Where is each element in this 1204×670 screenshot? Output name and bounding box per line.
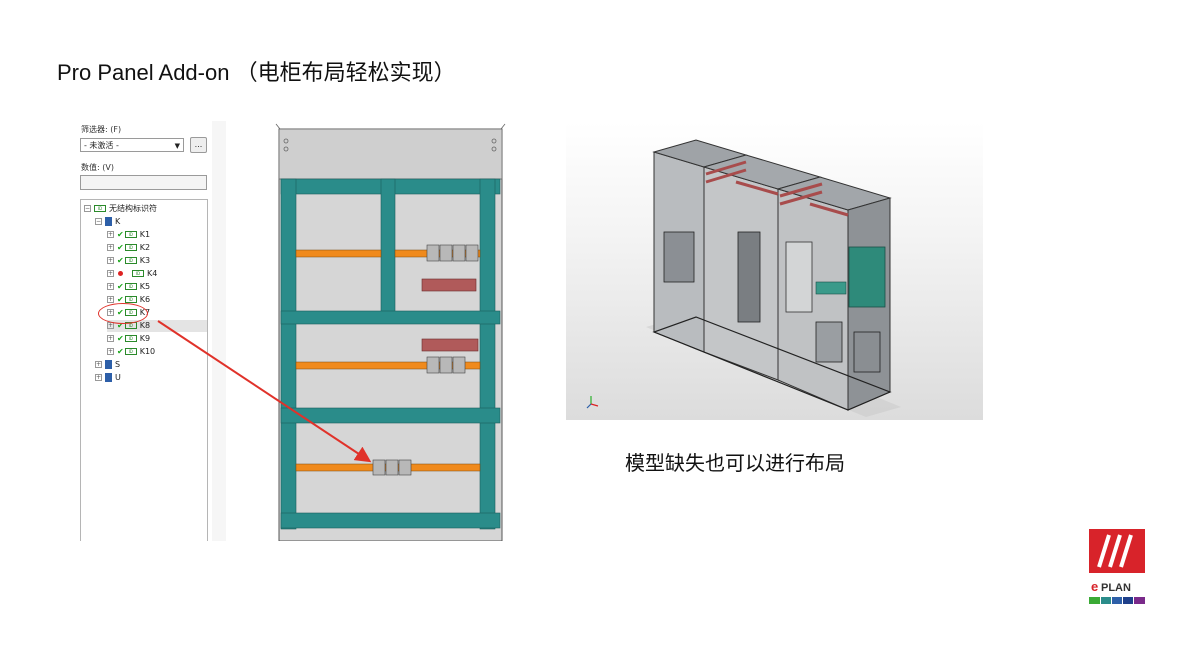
device-tag-icon: ID: [124, 257, 137, 264]
filter-options-button[interactable]: ...: [190, 137, 207, 153]
tree-node[interactable]: +S: [95, 360, 121, 369]
check-icon: ✔: [117, 347, 124, 356]
check-icon: ✔: [117, 321, 124, 330]
check-icon: ✔: [117, 295, 124, 304]
expand-icon[interactable]: +: [95, 374, 102, 381]
device-tag-icon: ID: [132, 270, 144, 277]
frame-rail-1: [280, 310, 501, 325]
frame-left: [280, 178, 297, 530]
busbars: [705, 160, 849, 217]
drive-unit: [663, 231, 695, 283]
din-rail: [295, 249, 382, 258]
component-group-k8[interactable]: [372, 459, 412, 476]
placeholder-device[interactable]: [421, 278, 477, 292]
device-tag-icon: ID: [124, 283, 137, 290]
mount-hole-icon: [491, 146, 497, 152]
expand-icon[interactable]: +: [95, 361, 102, 368]
corner-mark: [500, 123, 506, 130]
component-group[interactable]: [426, 356, 466, 374]
component-group[interactable]: [426, 244, 479, 262]
check-icon: ✔: [117, 243, 124, 252]
check-icon: ✔: [117, 256, 124, 265]
tree-node[interactable]: −K: [95, 217, 121, 226]
folder-icon: [105, 217, 112, 226]
collapse-icon[interactable]: −: [95, 218, 102, 225]
filter-select[interactable]: - 未激活 - ▼: [80, 138, 184, 152]
device-tag-icon: ID: [124, 348, 137, 355]
device-tag-icon: ID: [124, 244, 137, 251]
cabinet-3d-drawing: [586, 139, 901, 417]
device-tag-icon: ID: [124, 231, 137, 238]
mount-hole-icon: [283, 138, 289, 144]
red-dot-icon: [118, 271, 123, 276]
expand-icon[interactable]: +: [107, 270, 114, 277]
frame-mid-vertical: [380, 178, 396, 315]
expand-icon[interactable]: +: [107, 283, 114, 290]
annotation-circle: [98, 303, 148, 324]
frame-right: [479, 178, 496, 530]
eplan-logo: e PLAN: [1089, 529, 1145, 604]
expand-icon[interactable]: +: [107, 257, 114, 264]
mount-hole-icon: [491, 138, 497, 144]
check-icon: ✔: [117, 334, 124, 343]
cabinet-top: [278, 128, 503, 180]
filter-value: - 未激活 -: [84, 141, 119, 150]
corner-mark: [275, 123, 281, 130]
expand-icon[interactable]: +: [107, 296, 114, 303]
teal-duct: [815, 281, 847, 295]
svg-text:PLAN: PLAN: [1101, 582, 1131, 594]
mount-hole-icon: [283, 146, 289, 152]
tree-node[interactable]: +U: [95, 373, 121, 382]
frame-rail-2: [280, 407, 501, 424]
bottom-devices: [815, 321, 843, 363]
structure-tag-icon: ID: [94, 205, 106, 212]
expand-icon[interactable]: +: [107, 231, 114, 238]
folder-icon: [105, 360, 112, 369]
green-terminals: [848, 246, 886, 308]
dropdown-arrow-icon: ▼: [174, 142, 180, 150]
placeholder-device[interactable]: [421, 338, 479, 352]
expand-icon[interactable]: +: [107, 348, 114, 355]
cabinet-2d-layout[interactable]: [272, 121, 508, 541]
device-column: [737, 231, 761, 323]
filter-label: 筛选器: (F): [81, 125, 122, 134]
din-rail: [295, 361, 481, 370]
frame-bottom: [280, 512, 501, 529]
value-label: 数值: (V): [81, 163, 114, 172]
cabinet-base: [652, 316, 892, 411]
cabinet-3d-view[interactable]: [566, 122, 983, 420]
expand-icon[interactable]: +: [107, 244, 114, 251]
device-tag-icon: ID: [124, 335, 137, 342]
check-icon: ✔: [117, 230, 124, 239]
check-icon: ✔: [117, 282, 124, 291]
slide-caption: 模型缺失也可以进行布局: [625, 451, 845, 475]
folder-icon: [105, 373, 112, 382]
expand-icon[interactable]: +: [107, 335, 114, 342]
splitter[interactable]: [212, 121, 227, 541]
device-tag-icon: ID: [124, 296, 137, 303]
bottom-devices: [853, 331, 881, 373]
slide-title: Pro Panel Add-on （电柜布局轻松实现）: [57, 60, 456, 85]
svg-text:e: e: [1091, 579, 1098, 594]
collapse-icon[interactable]: −: [84, 205, 91, 212]
axis-indicator-icon: [586, 396, 599, 409]
device-column: [785, 241, 813, 313]
canvas-margin: [226, 121, 272, 541]
value-input[interactable]: [80, 175, 207, 190]
